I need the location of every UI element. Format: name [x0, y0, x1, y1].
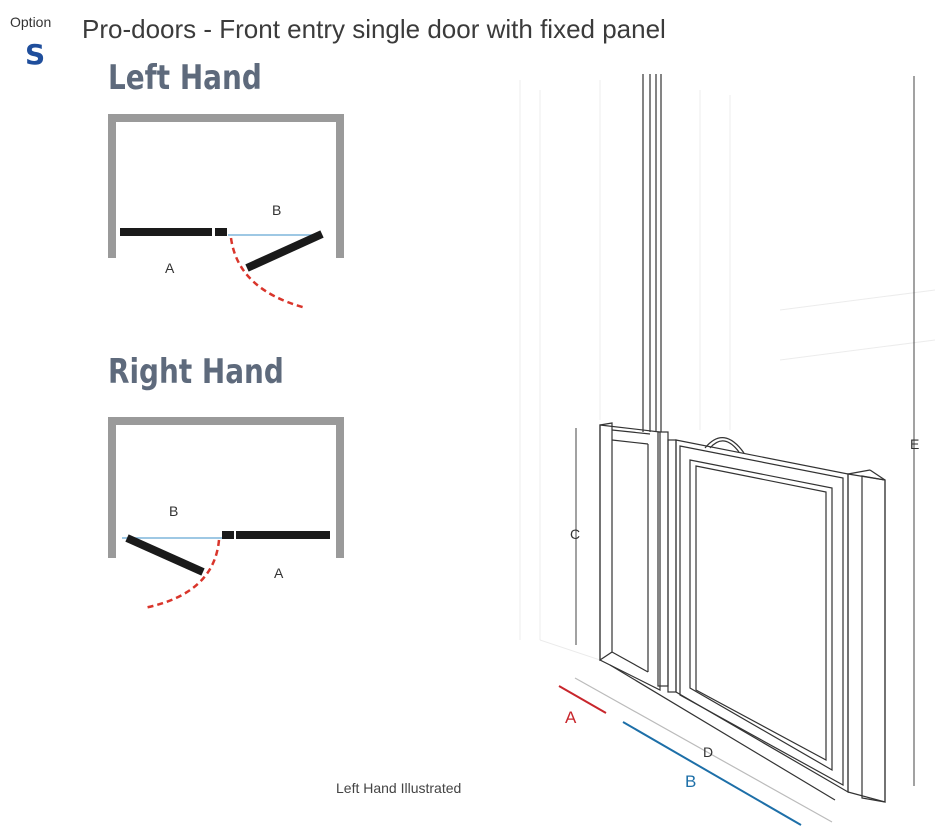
dimension-c-label: C — [570, 526, 581, 542]
dimension-a-line — [558, 685, 607, 714]
dimension-a-label: A — [565, 708, 577, 727]
left-panel-joint — [215, 228, 227, 236]
right-hand-plan — [108, 417, 344, 610]
option-letter: S — [25, 38, 46, 71]
right-fixed-panel — [236, 531, 330, 539]
left-plan-walls — [108, 114, 344, 258]
left-swing-arc — [229, 237, 307, 310]
illustration-caption: Left Hand Illustrated — [336, 780, 462, 796]
option-label: Option — [10, 14, 52, 30]
left-plan-label-a: A — [165, 260, 175, 276]
right-plan-label-a: A — [274, 565, 284, 581]
left-hand-plan — [108, 114, 344, 310]
right-swing-arc — [143, 539, 221, 610]
right-door-leaf — [125, 534, 205, 576]
left-door-leaf — [245, 230, 324, 272]
right-plan-label-b: B — [169, 503, 179, 519]
right-hand-title: Right Hand — [108, 352, 284, 392]
dimension-b-line — [622, 721, 802, 826]
page-title: Pro-doors - Front entry single door with… — [82, 14, 666, 44]
right-plan-walls — [108, 417, 344, 558]
dimension-e-label: E — [910, 436, 920, 452]
door-illustration — [519, 74, 936, 823]
dimension-d-label: D — [703, 744, 714, 760]
left-fixed-panel — [120, 228, 212, 236]
right-panel-joint — [222, 531, 234, 539]
left-hand-title: Left Hand — [108, 58, 262, 98]
dimension-b-label: B — [685, 772, 697, 791]
left-plan-label-b: B — [272, 202, 282, 218]
